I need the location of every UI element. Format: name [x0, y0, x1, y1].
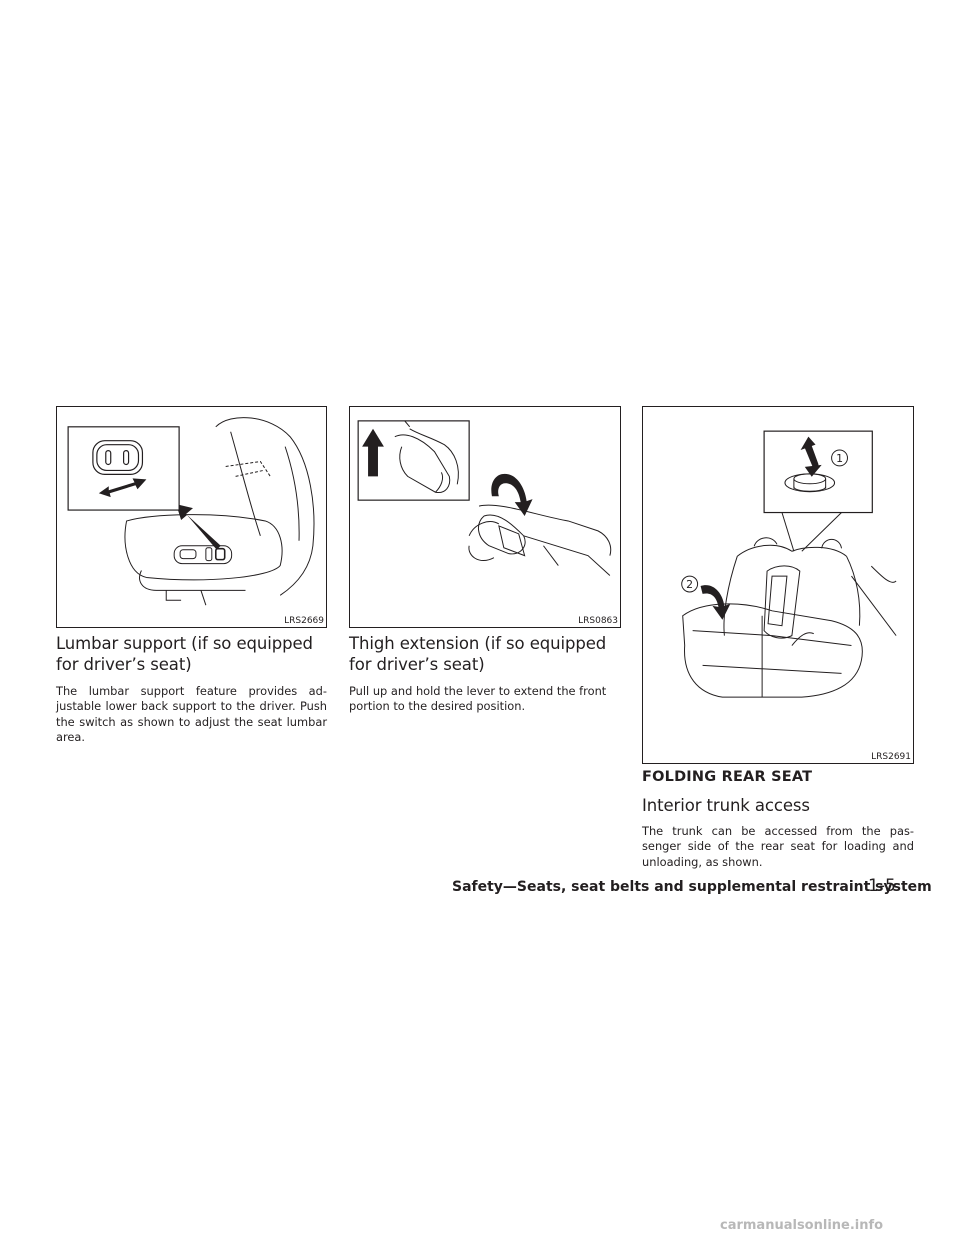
thigh-extension-illustration	[357, 420, 612, 576]
footer-section-title: Safety—Seats, seat belts and supplementa…	[452, 879, 932, 895]
callout-1: 1	[836, 452, 843, 465]
lumbar-heading: Lumbar support (if so equipped for drive…	[56, 634, 313, 674]
folding-section-title: FOLDING REAR SEAT	[642, 769, 813, 785]
figure-code: LRS2669	[284, 616, 324, 626]
figure-code: LRS2691	[871, 752, 911, 762]
interior-trunk-heading: Interior trunk access	[642, 796, 810, 815]
figure-code: LRS0863	[578, 616, 618, 626]
thigh-extension-figure: LRS0863	[349, 406, 621, 628]
callout-2: 2	[686, 578, 693, 591]
page-number: 1-5	[868, 876, 896, 896]
watermark: carmanualsonline.info	[720, 1218, 884, 1233]
lumbar-support-figure: LRS2669	[56, 406, 327, 628]
lumbar-body: The lumbar support feature provides ad-j…	[56, 684, 327, 745]
lumbar-support-illustration	[67, 417, 315, 606]
interior-trunk-body: The trunk can be accessed from the pas-s…	[642, 824, 914, 869]
folding-rear-seat-figure: 1 2 LRS2691	[642, 406, 914, 764]
thigh-heading: Thigh extension (if so equipped for driv…	[349, 634, 607, 674]
rear-seat-illustration: 1 2	[681, 430, 897, 698]
thigh-body: Pull up and hold the lever to extend the…	[349, 684, 607, 714]
